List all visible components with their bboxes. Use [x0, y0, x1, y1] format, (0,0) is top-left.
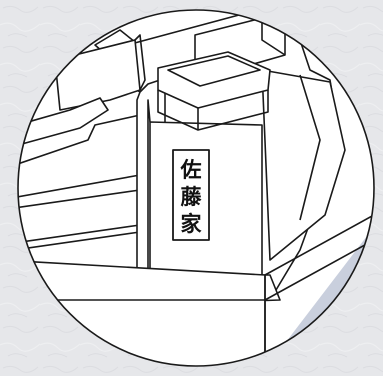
plaque-char-2: 藤 — [180, 184, 203, 209]
plaque-char-3: 家 — [181, 211, 203, 236]
plaque-char-1: 佐 — [180, 157, 202, 182]
right-parapet — [261, 69, 346, 261]
vignette-outline — [17, 9, 375, 367]
flower-stand-left — [54, 39, 141, 111]
name-plaque — [172, 149, 210, 241]
stone-ledge-top — [18, 97, 109, 151]
